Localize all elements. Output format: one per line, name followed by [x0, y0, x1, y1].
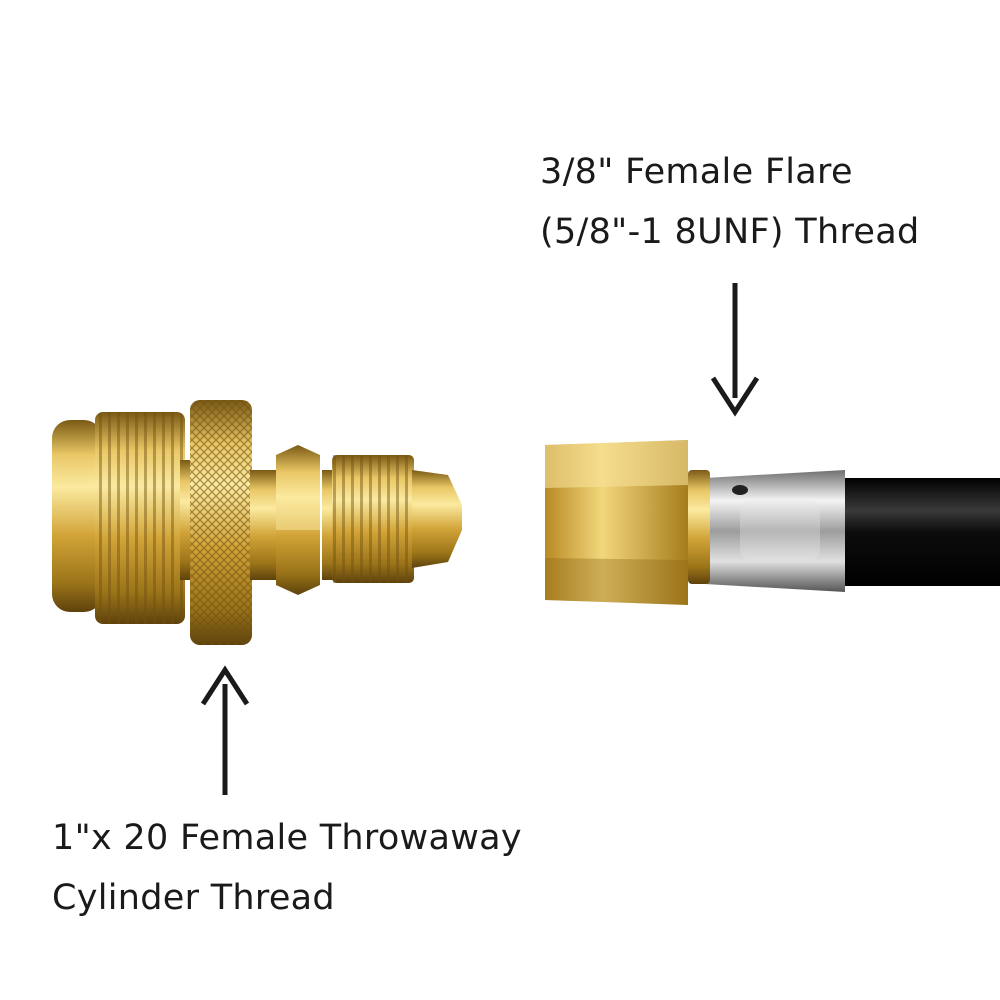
ferrule [705, 470, 845, 592]
adapter-flange [52, 420, 102, 612]
adapter-neck [250, 470, 276, 580]
ferrule-highlight [740, 500, 820, 560]
hex-nut-top-facet [545, 440, 688, 488]
flare-label-line1: 3/8" Female Flare [540, 152, 853, 192]
flare-label-line2: (5/8"-1 8UNF) Thread [540, 212, 920, 252]
adapter-collar [180, 460, 192, 580]
ferrule-hole [732, 485, 748, 495]
flare-thread-label: 3/8" Female Flare (5/8"-1 8UNF) Thread [540, 142, 919, 262]
cylinder-label-line2: Cylinder Thread [52, 878, 335, 918]
male-thread-texture [332, 455, 414, 583]
cylinder-adapter [52, 400, 462, 645]
arrow-up-icon [200, 665, 250, 795]
cylinder-thread-label: 1"x 20 Female Throwaway Cylinder Thread [52, 808, 522, 928]
knurl-texture [190, 400, 252, 645]
hose [838, 478, 1000, 586]
swivel-ring [688, 470, 710, 584]
arrow-down-icon [710, 283, 760, 417]
adapter-neck-2 [322, 470, 334, 580]
adapter-thread-texture [95, 412, 185, 624]
hex-nut-bottom-facet [545, 558, 688, 605]
hex-nut-highlight [276, 500, 320, 530]
flare-tip [412, 470, 462, 568]
cylinder-label-line1: 1"x 20 Female Throwaway [52, 818, 522, 858]
hose-assembly [545, 440, 1000, 605]
